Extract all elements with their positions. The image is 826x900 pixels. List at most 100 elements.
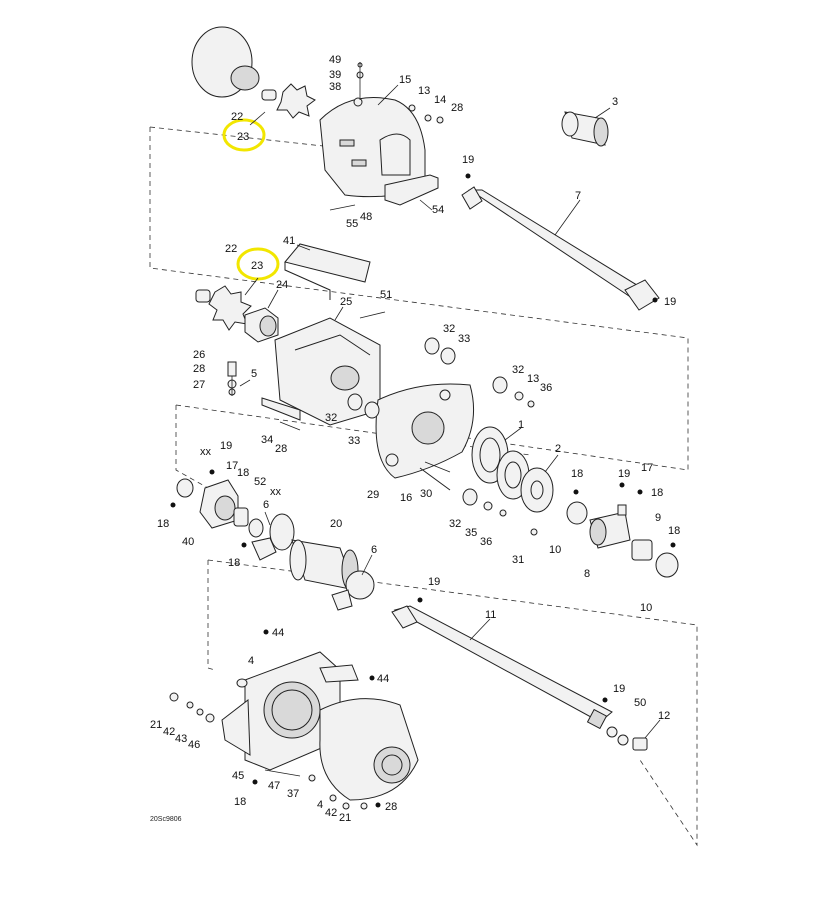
part-label-19b: 19: [664, 296, 676, 308]
part-label-36b: 36: [480, 536, 492, 548]
part-label-15: 15: [399, 74, 411, 86]
drive-pulley: [191, 26, 316, 119]
part-label-30: 30: [420, 488, 432, 500]
part-label-4b: 4: [317, 799, 323, 811]
part-label-52: 52: [254, 476, 266, 488]
part-label-17: 17: [226, 460, 238, 472]
part-label-28c: 28: [275, 443, 287, 455]
part-label-13b: 13: [527, 373, 539, 385]
part-label-44b: 44: [377, 673, 389, 685]
part-label-12: 12: [658, 710, 670, 722]
part-label-33b: 33: [348, 435, 360, 447]
highlight-circle-upper: [222, 118, 266, 152]
part-label-41: 41: [283, 235, 295, 247]
part-label-32d: 32: [449, 518, 461, 530]
impeller-shaft: [391, 597, 648, 751]
part-label-18d: 18: [651, 487, 663, 499]
part-label-18: 18: [237, 467, 249, 479]
part-label-37: 37: [287, 788, 299, 800]
bushing: [561, 111, 609, 147]
part-label-42: 42: [163, 726, 175, 738]
part-label-11: 11: [485, 609, 496, 621]
part-label-18c: 18: [571, 468, 583, 480]
part-label-20: 20: [330, 518, 342, 530]
part-label-xx: xx: [200, 446, 212, 458]
part-label-9: 9: [655, 512, 661, 524]
hardware-left: [227, 361, 237, 396]
part-label-14: 14: [434, 94, 446, 106]
part-label-17b: 17: [641, 462, 653, 474]
part-label-10: 10: [549, 544, 561, 556]
part-label-10b: 10: [640, 602, 652, 614]
part-label-43: 43: [175, 733, 187, 745]
part-label-45: 45: [232, 770, 244, 782]
assembly-outlines: [149, 126, 698, 847]
bearing-housing-left: [170, 469, 295, 561]
label-leaders: [239, 84, 661, 739]
part-label-25: 25: [340, 296, 352, 308]
part-label-33: 33: [458, 333, 470, 345]
part-label-49: 49: [329, 54, 341, 66]
part-label-38: 38: [329, 81, 341, 93]
part-label-44: 44: [272, 627, 284, 639]
part-label-28b: 28: [193, 363, 205, 375]
part-label-32: 32: [443, 323, 455, 335]
part-label-55: 55: [346, 218, 358, 230]
part-label-19f: 19: [613, 683, 625, 695]
part-label-19c: 19: [220, 440, 232, 452]
part-label-18f: 18: [228, 557, 240, 569]
part-label-32b: 32: [512, 364, 524, 376]
part-label-19d: 19: [618, 468, 630, 480]
part-label-18e: 18: [668, 525, 680, 537]
part-label-7: 7: [575, 190, 581, 202]
part-label-47: 47: [268, 780, 280, 792]
part-label-22: 22: [231, 111, 243, 123]
support-bracket: [261, 243, 381, 426]
part-label-2: 2: [555, 443, 561, 455]
part-label-13: 13: [418, 85, 430, 97]
driveshaft-guard: [319, 62, 444, 211]
bearing-housing-right: [566, 482, 679, 578]
highlight-markers: [222, 118, 280, 281]
hardware-bottom-left: [169, 692, 381, 810]
part-label-23-highlighted: 23: [237, 131, 249, 143]
part-label-50: 50: [634, 697, 646, 709]
part-label-16: 16: [400, 492, 412, 504]
part-label-48: 48: [360, 211, 372, 223]
part-label-18b: 18: [157, 518, 169, 530]
small-bushings: [279, 311, 538, 536]
part-label-26: 26: [193, 349, 205, 361]
part-label-23b-highlighted: 23: [251, 260, 263, 272]
drawing-code: 20Sc9806: [150, 816, 182, 823]
part-label-4: 4: [248, 655, 254, 667]
part-label-22b: 22: [225, 243, 237, 255]
part-label-8: 8: [584, 568, 590, 580]
part-label-35: 35: [465, 527, 477, 539]
part-label-1: 1: [518, 419, 524, 431]
part-label-xx-b: xx: [270, 486, 282, 498]
part-label-6b: 6: [371, 544, 377, 556]
part-label-28d: 28: [385, 801, 397, 813]
part-label-21b: 21: [339, 812, 351, 824]
part-label-6: 6: [263, 499, 269, 511]
part-label-39: 39: [329, 69, 341, 81]
coupler-assembly: [195, 285, 279, 343]
part-label-36: 36: [540, 382, 552, 394]
part-label-46: 46: [188, 739, 200, 751]
part-label-28: 28: [451, 102, 463, 114]
boot-sleeve: [289, 539, 375, 611]
part-label-31: 31: [512, 554, 524, 566]
part-label-19e: 19: [428, 576, 440, 588]
pump-housing: [221, 629, 419, 801]
part-label-29: 29: [367, 489, 379, 501]
part-labels: 49 39 38 15 13 14 28 3 22 23 19 7 48 54 …: [150, 54, 680, 824]
part-label-5: 5: [251, 368, 257, 380]
part-label-19: 19: [462, 154, 474, 166]
part-label-51: 51: [380, 289, 392, 301]
part-label-40: 40: [182, 536, 194, 548]
part-label-3: 3: [612, 96, 618, 108]
part-label-42b: 42: [325, 807, 337, 819]
part-label-32c: 32: [325, 412, 337, 424]
